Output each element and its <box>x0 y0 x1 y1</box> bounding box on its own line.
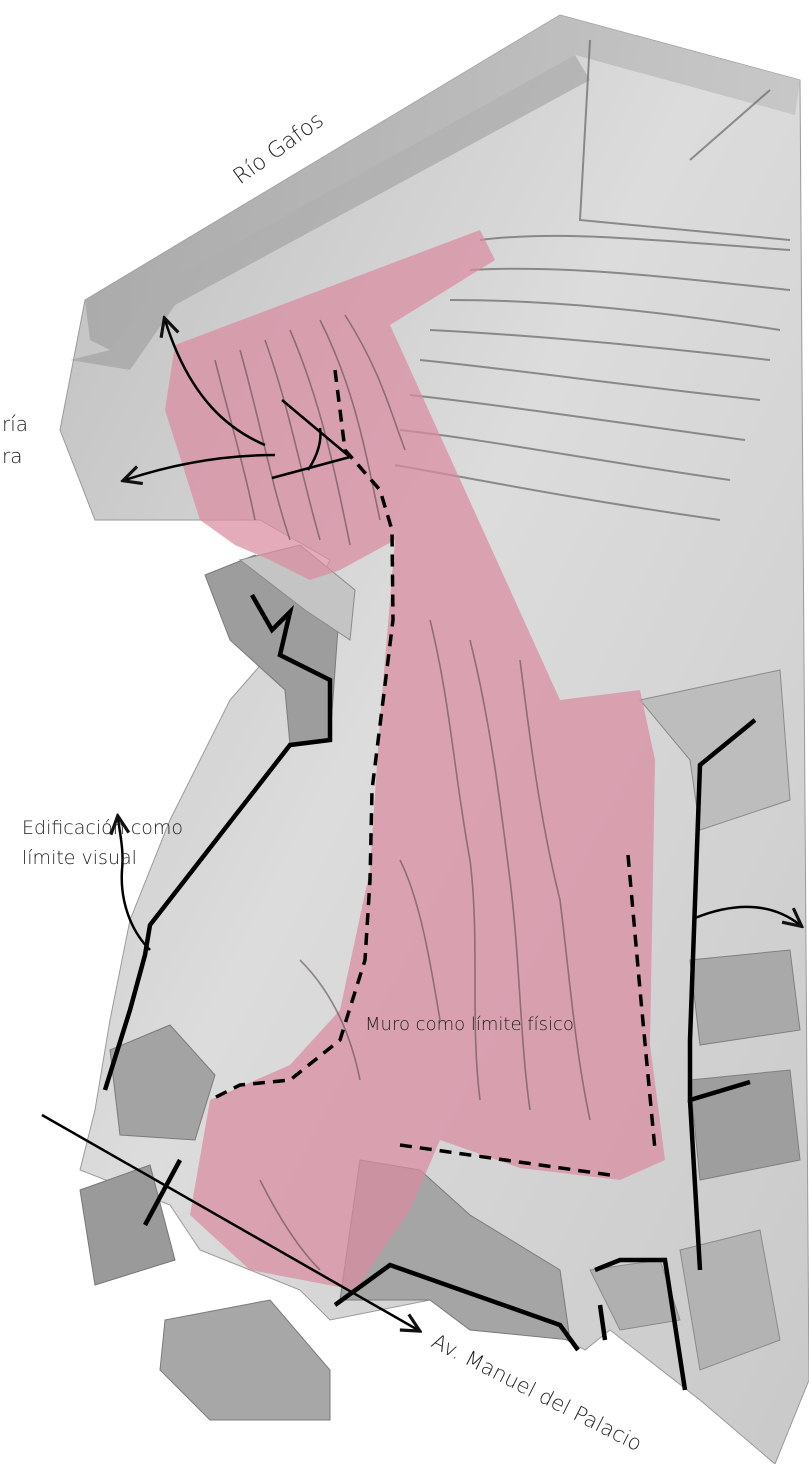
left-partial-label-1: ría <box>2 412 28 436</box>
building-limit-label-2: límite visual <box>22 847 137 869</box>
wall-limit-label: Muro como límite físico <box>365 1014 574 1035</box>
left-partial-label-2: ra <box>2 444 22 468</box>
avenue-label: Av. Manuel del Palacio <box>428 1329 646 1456</box>
building-limit-label-1: Edificación como <box>22 817 183 839</box>
